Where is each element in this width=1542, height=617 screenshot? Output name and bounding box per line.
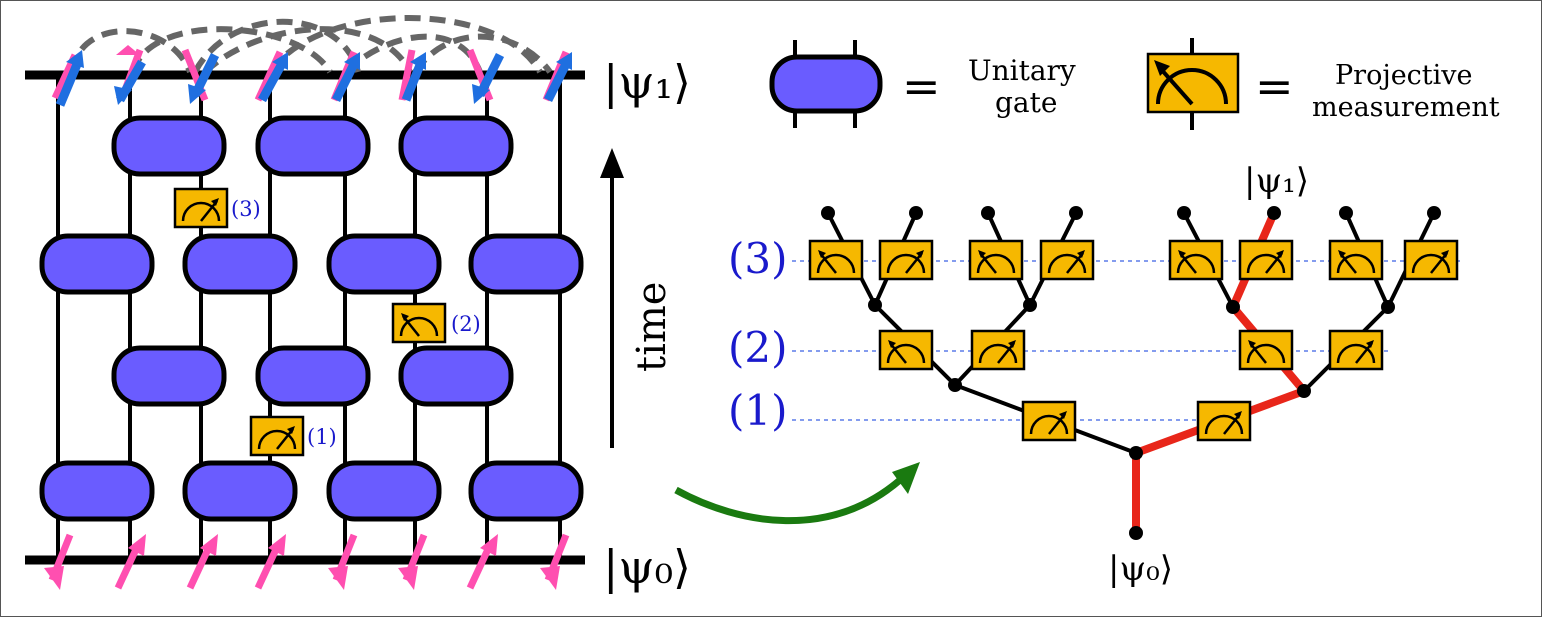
tree-level-labels: (3) (2) (1) (728, 234, 788, 435)
tree-level-1-label: (1) (728, 386, 788, 435)
mapping-arrow (674, 462, 920, 525)
measurement-meter-icon (391, 302, 447, 344)
spin-arrow-icon (398, 533, 428, 590)
time-axis: time (600, 148, 675, 448)
legend-equals-1: = (902, 59, 941, 113)
unitary-label-line2: gate (995, 86, 1057, 119)
tree-measurements (808, 239, 1459, 442)
spin-arrow-icon (328, 533, 358, 590)
time-label: time (629, 282, 675, 372)
entanglement-arcs (69, 15, 553, 75)
spin-arrow-icon (466, 534, 498, 590)
spin-arrow-icon (254, 50, 288, 103)
measurement-meter-icon (1168, 239, 1224, 281)
spin-arrow-icon (181, 48, 220, 104)
measurement-meter-icon (1238, 239, 1294, 281)
circuit-measurements: (3) (2) (1) (173, 187, 481, 457)
measurement-meter-icon (249, 415, 305, 457)
unitary-gate-icon (468, 233, 584, 295)
measurement-meter-icon (970, 329, 1026, 371)
circuit-gates (39, 115, 584, 522)
psi1-circuit-label: |ψ₁⟩ (603, 55, 691, 109)
unitary-gate-icon (326, 233, 442, 295)
psi0-circuit-label: |ψ₀⟩ (603, 540, 691, 594)
unitary-gate-icon (111, 115, 227, 177)
measurement-meter-icon (173, 187, 229, 229)
spin-arrow-icon (186, 534, 218, 590)
psi0-tree-label: |ψ₀⟩ (1108, 549, 1173, 589)
projective-label-line2: measurement (1312, 92, 1500, 123)
legend-unitary: = Unitary gate (769, 40, 1076, 128)
spin-arrow-icon (114, 534, 146, 590)
arrow-head-icon (892, 462, 920, 494)
legend-measurement: = Projective measurement (1146, 38, 1500, 130)
unitary-gate-icon (255, 115, 371, 177)
unitary-label-line1: Unitary (968, 54, 1076, 87)
measurement-meter-icon (808, 239, 864, 281)
spin-arrow-icon (114, 45, 146, 105)
measurement-meter-icon (968, 239, 1024, 281)
measurement-meter-icon (878, 239, 934, 281)
unitary-gate-icon (39, 233, 155, 295)
spin-arrow-icon (540, 533, 570, 590)
measurement-meter-icon (1328, 239, 1384, 281)
measurement-meter-icon (1021, 400, 1077, 442)
spin-arrow-icon (542, 50, 573, 103)
unitary-gate-icon (182, 460, 298, 522)
measurement-meter-icon (1196, 400, 1252, 442)
spin-arrow-icon (330, 50, 361, 103)
unitary-gate-icon (39, 460, 155, 522)
projective-label-line1: Projective (1335, 60, 1473, 91)
unitary-gate-icon (398, 345, 514, 407)
legend: = Unitary gate = Projective measurement (769, 38, 1500, 130)
measurement-meter-icon (1328, 329, 1384, 371)
unitary-gate-icon (326, 460, 442, 522)
unitary-gate-icon (182, 233, 298, 295)
spin-arrow-icon (51, 50, 84, 107)
circuit-meas-1-label: (1) (307, 425, 337, 449)
output-spins (51, 45, 573, 107)
spin-arrow-icon (398, 49, 427, 102)
psi1-tree-label: |ψ₁⟩ (1244, 161, 1309, 201)
unitary-gate-icon (255, 345, 371, 407)
measurement-meter-icon (1403, 239, 1459, 281)
measurement-meter-icon (1146, 52, 1240, 114)
circuit-meas-3-label: (3) (231, 197, 261, 221)
up-arrow-icon (600, 148, 624, 178)
spin-arrow-icon (466, 48, 505, 104)
tree-level-3-label: (3) (728, 234, 788, 283)
measurement-meter-icon (878, 329, 934, 371)
tree-level-2-label: (2) (728, 323, 788, 372)
unitary-gate-icon (398, 115, 514, 177)
measurement-meter-icon (1039, 239, 1095, 281)
legend-equals-2: = (1255, 59, 1294, 113)
measurement-meter-icon (1238, 329, 1294, 371)
spin-arrow-icon (254, 534, 286, 590)
tree-nodes (821, 206, 1441, 540)
unitary-gate-icon (468, 460, 584, 522)
circuit-meas-2-label: (2) (451, 312, 481, 336)
unitary-gate-icon (769, 54, 883, 114)
spin-arrow-icon (44, 533, 74, 590)
unitary-gate-icon (111, 345, 227, 407)
input-spins (44, 533, 570, 590)
